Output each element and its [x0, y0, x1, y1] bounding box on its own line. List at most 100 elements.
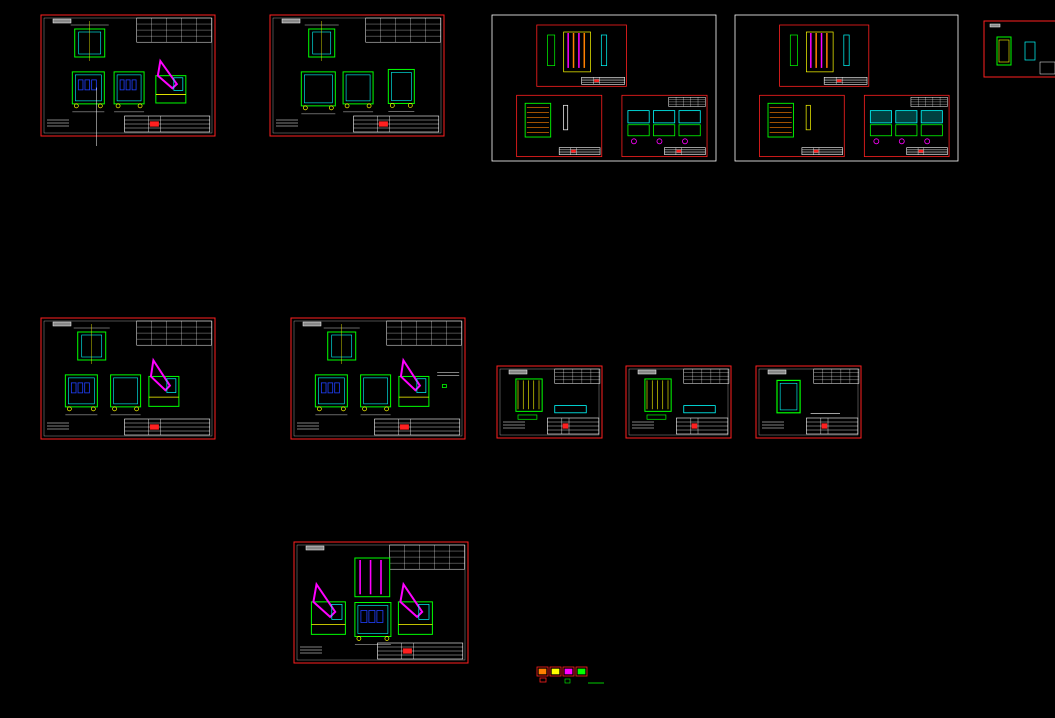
caster-wheel [328, 105, 334, 111]
frame-front-view [776, 379, 801, 414]
thumb-sheet [575, 666, 588, 677]
thumb-sheet [536, 666, 549, 677]
logo-block [149, 424, 159, 430]
logo-block [918, 149, 924, 153]
cabinet-inner-panel [345, 74, 371, 102]
sheet-border [625, 365, 732, 439]
fixture-view-lower [678, 124, 701, 137]
fixture-view-lower [869, 124, 892, 137]
sub-sheet-border [779, 24, 870, 87]
sheet-11[interactable] [293, 541, 469, 664]
assembly-top-cabinet [354, 557, 391, 598]
thumb-content [564, 678, 571, 684]
group-frame [734, 14, 959, 162]
angled-arm [399, 357, 422, 392]
fixture-hole [898, 138, 905, 145]
cabinet-inner-panel [68, 377, 95, 405]
fixture-view [653, 110, 676, 124]
logo-block [836, 79, 842, 83]
cabinet-front-view [387, 68, 415, 104]
detail-view [524, 102, 552, 138]
fixture-block [77, 382, 84, 394]
rack-front-view [515, 378, 543, 412]
cabinet-front-view [113, 71, 145, 105]
caster-wheel [73, 103, 79, 109]
sheet-inner-border [43, 320, 213, 437]
sub-sheet-border [863, 94, 950, 158]
sheet-border [40, 317, 216, 440]
caster-wheel [317, 406, 322, 412]
thumb-content [551, 668, 560, 675]
caster-wheel [112, 406, 117, 412]
fixture-hole [873, 138, 880, 145]
fixture-block [84, 382, 90, 394]
fixture-view-lower [920, 124, 943, 137]
logo-block [399, 424, 409, 430]
thumb-content [577, 668, 586, 675]
fixture-hole [631, 138, 637, 145]
drawing-label [302, 321, 322, 327]
fixture-block [77, 79, 84, 91]
sheet-4[interactable] [734, 14, 959, 162]
partial-side-view [1024, 41, 1036, 61]
rack-side-view [554, 405, 587, 414]
thumb-sheet [562, 666, 575, 677]
sub-sheet-border [759, 94, 845, 158]
sheet-10[interactable] [755, 365, 862, 439]
side-profile [600, 34, 608, 67]
frame-inner [779, 382, 798, 411]
fixture-view [678, 110, 701, 124]
partial-inner [998, 39, 1010, 63]
sheet-5[interactable] [983, 20, 1055, 78]
sheet-border [269, 14, 445, 137]
side-panel [166, 378, 177, 393]
sheet-1[interactable] [40, 14, 216, 146]
rack-side-view [683, 405, 716, 414]
group-frame [491, 14, 717, 162]
cabinet-inner-panel [391, 72, 412, 101]
sheet-2[interactable] [269, 14, 445, 137]
sheet-inner-border [296, 544, 466, 661]
side-profile [789, 34, 798, 67]
fixture-block [91, 79, 97, 91]
logo-block [676, 149, 682, 153]
rack-bottom-view [646, 414, 667, 420]
caster-wheel [407, 103, 413, 108]
fixture-block [125, 79, 131, 91]
logo-block [378, 121, 388, 127]
sheet-inner-border [272, 17, 442, 134]
sub-sheet-border [621, 94, 708, 158]
sheet-6[interactable] [40, 317, 216, 440]
sheet-border [755, 365, 862, 439]
caster-wheel [341, 406, 346, 412]
sheet-9[interactable] [625, 365, 732, 439]
cabinet-front-view [354, 602, 392, 637]
sheet-12[interactable] [536, 666, 604, 684]
sheet-inner-border [43, 17, 213, 134]
sheet-8[interactable] [496, 365, 603, 439]
sheet-7[interactable] [290, 317, 466, 440]
rack-bottom-view [517, 414, 538, 420]
sheet-border [293, 541, 469, 664]
fixture-block [360, 610, 368, 623]
cabinet-inner-panel [318, 377, 345, 405]
cabinet-front-view [360, 374, 392, 408]
caster-wheel [344, 103, 350, 109]
sheet-3[interactable] [491, 14, 717, 162]
cabinet-inner-panel [113, 377, 138, 405]
fixture-hole [924, 138, 931, 145]
logo-block [594, 79, 600, 83]
caster-wheel [67, 406, 72, 412]
cabinet-front-view [110, 374, 142, 408]
sub-sheet-border [536, 24, 627, 87]
fixture-hole [656, 138, 663, 145]
fixture-view [920, 110, 943, 124]
sheet-inner-border [499, 368, 600, 436]
logo-block [402, 648, 412, 654]
fixture-block [131, 79, 137, 91]
angled-arm [156, 58, 179, 90]
fixture-view-lower [653, 124, 676, 137]
thumb-sheet [549, 666, 562, 677]
sheet-inner-border [758, 368, 859, 436]
